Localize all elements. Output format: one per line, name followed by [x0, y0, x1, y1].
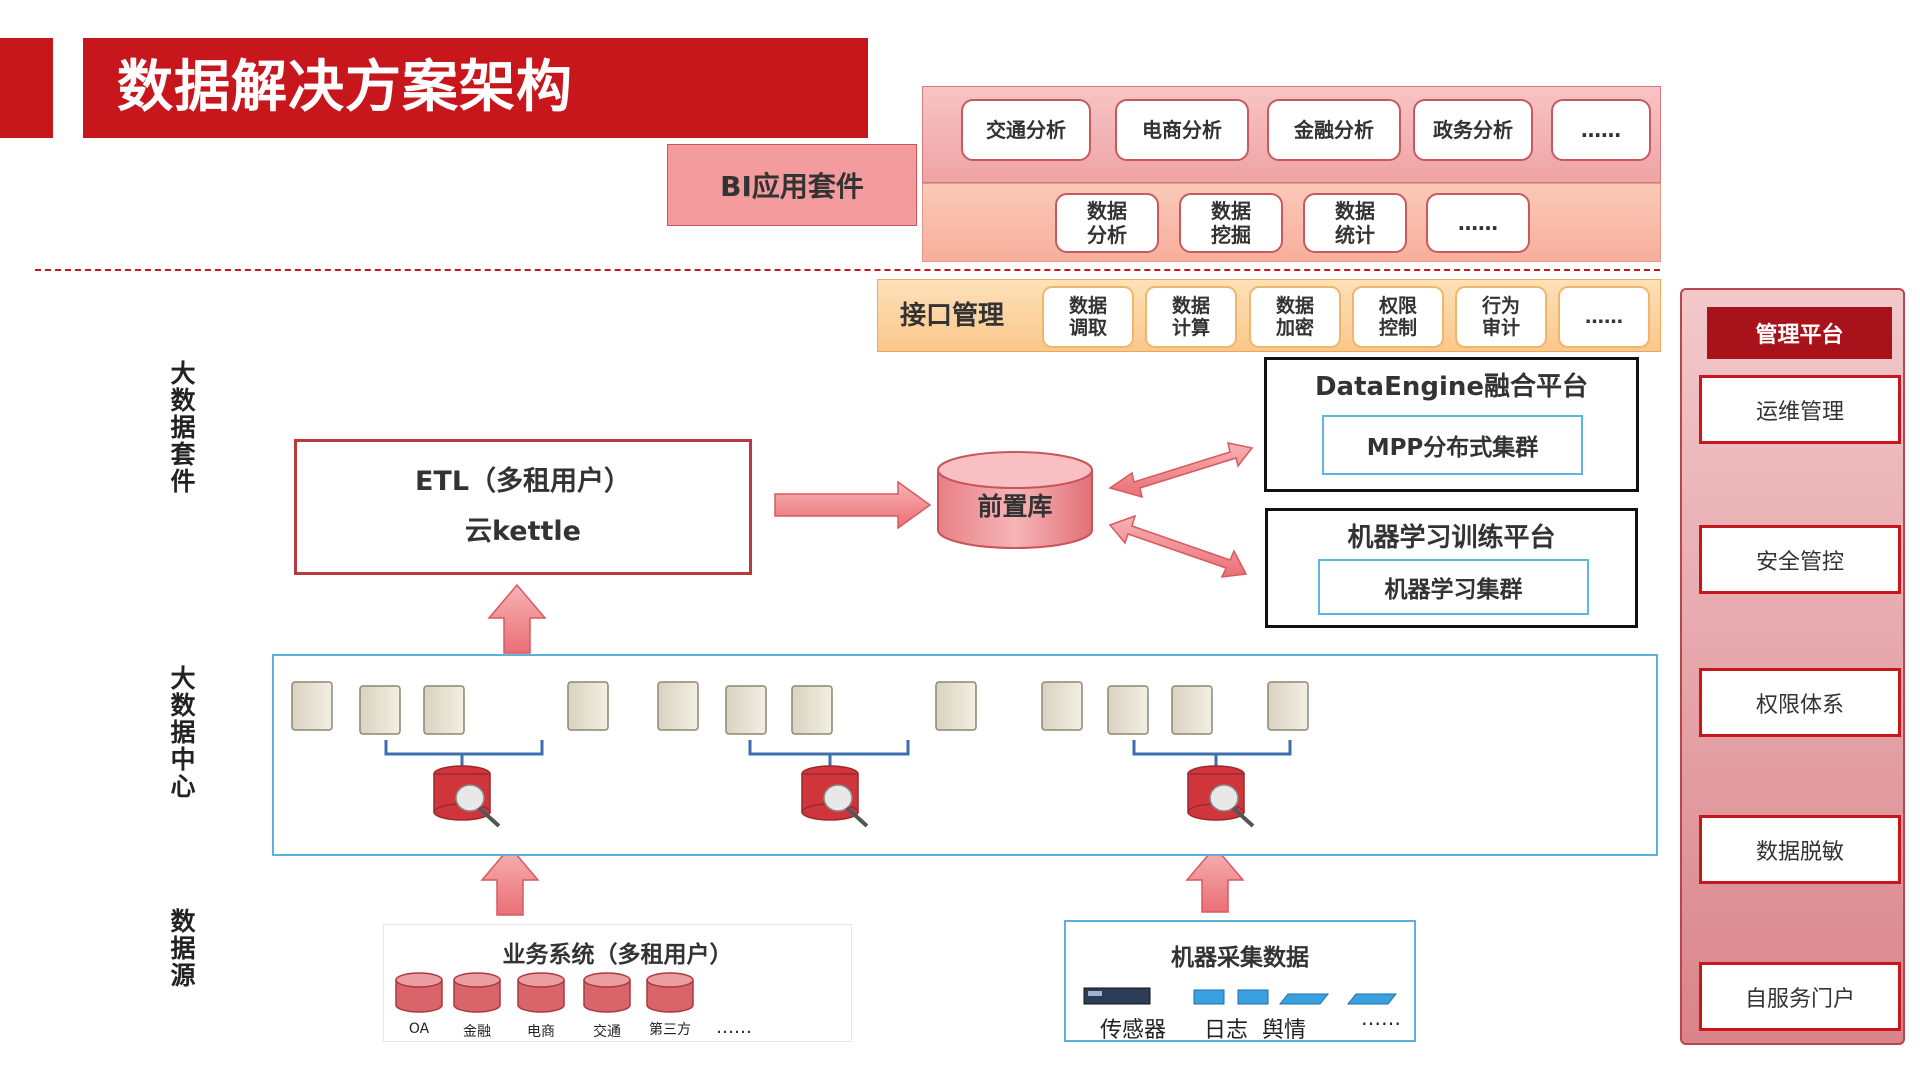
source-machine-data: 机器采集数据 传感器 日志 舆情 ……: [1064, 920, 1416, 1043]
iface-item-more: ……: [1558, 286, 1650, 348]
bi-item-ecommerce: 电商分析: [1115, 99, 1249, 161]
ml-training-platform: 机器学习训练平台 机器学习集群: [1265, 508, 1638, 628]
mpp-cluster: MPP分布式集群: [1322, 415, 1583, 475]
layer-label-source: 数据源: [167, 908, 196, 989]
machine-log: 日志: [1204, 1018, 1249, 1043]
bi-func-mining: 数据挖掘: [1179, 193, 1283, 253]
source-business-more: ……: [716, 1017, 752, 1038]
source-traffic: 交通: [593, 1024, 621, 1040]
title-accent-bar: [0, 38, 53, 138]
iface-item-compute: 数据计算: [1145, 286, 1237, 348]
server-cluster-illustration: [291, 681, 1309, 828]
bi-item-traffic: 交通分析: [961, 99, 1091, 161]
arrow-business-to-datacenter: [480, 845, 540, 916]
machine-more: ……: [1361, 1006, 1401, 1030]
business-db-icons: [395, 972, 694, 1013]
machine-device-icons: [1083, 987, 1398, 1005]
iface-item-access-control: 权限控制: [1352, 286, 1444, 348]
etl-title: ETL（多租用户）: [414, 466, 632, 497]
bi-suite-label: BI应用套件: [667, 144, 917, 226]
source-finance: 金融: [463, 1024, 491, 1040]
mgmt-item-masking: 数据脱敏: [1699, 815, 1901, 884]
mgmt-item-ops: 运维管理: [1699, 375, 1901, 444]
iface-item-retrieve: 数据调取: [1042, 286, 1134, 348]
bi-func-analysis: 数据分析: [1055, 193, 1159, 253]
dataengine-title: DataEngine融合平台: [1314, 372, 1589, 402]
bi-item-more: ……: [1551, 99, 1651, 161]
bi-func-statistics: 数据统计: [1303, 193, 1407, 253]
business-source-title: 业务系统（多租用户）: [502, 942, 733, 968]
source-oa: OA: [408, 1021, 430, 1037]
machine-source-title: 机器采集数据: [1171, 945, 1309, 971]
bi-func-more: ……: [1426, 193, 1530, 253]
bi-item-finance: 金融分析: [1267, 99, 1401, 161]
bi-function-row: 数据分析 数据挖掘 数据统计 ……: [922, 183, 1661, 262]
mgmt-item-portal: 自服务门户: [1699, 962, 1901, 1031]
machine-public-opinion: 舆情: [1262, 1018, 1307, 1043]
etl-subtitle: 云kettle: [465, 516, 581, 547]
source-third-party: 第三方: [649, 1022, 691, 1038]
bi-analysis-row: 交通分析 电商分析 金融分析 政务分析 ……: [922, 86, 1661, 183]
arrow-frontdb-ml: [1108, 514, 1248, 578]
source-business-systems: 业务系统（多租用户） OA 金融 电商 交通 第三方 ……: [383, 924, 852, 1042]
arrow-datacenter-to-etl: [487, 583, 547, 654]
arrow-machine-to-datacenter: [1185, 845, 1245, 913]
bi-item-government: 政务分析: [1413, 99, 1533, 161]
big-data-center: [272, 654, 1658, 856]
iface-item-audit: 行为审计: [1455, 286, 1547, 348]
source-ecommerce: 电商: [527, 1024, 555, 1040]
arrow-frontdb-dataengine: [1108, 442, 1254, 499]
front-db-cylinder: [937, 451, 1093, 549]
mgmt-item-permission: 权限体系: [1699, 668, 1901, 737]
front-db-label: 前置库: [977, 492, 1053, 521]
arrow-etl-to-frontdb: [774, 480, 932, 530]
interface-label: 接口管理: [900, 301, 1005, 331]
management-title: 管理平台: [1707, 307, 1892, 359]
layer-label-datacenter: 大数据中心: [167, 665, 196, 800]
section-divider: [35, 269, 1660, 271]
ml-cluster: 机器学习集群: [1318, 559, 1589, 615]
page-title: 数据解决方案架构: [83, 38, 868, 138]
layer-label-suite: 大数据套件: [167, 360, 196, 495]
interface-management-bar: 接口管理 数据调取 数据计算 数据加密 权限控制 行为审计 ……: [877, 279, 1661, 352]
ml-title: 机器学习训练平台: [1347, 523, 1556, 553]
management-platform-panel: 管理平台 运维管理 安全管控 权限体系 数据脱敏 自服务门户: [1680, 288, 1905, 1045]
mgmt-item-security: 安全管控: [1699, 525, 1901, 594]
iface-item-encrypt: 数据加密: [1249, 286, 1341, 348]
etl-box: ETL（多租用户） 云kettle: [294, 439, 752, 575]
machine-sensor: 传感器: [1100, 1018, 1167, 1043]
dataengine-platform: DataEngine融合平台 MPP分布式集群: [1264, 357, 1639, 492]
